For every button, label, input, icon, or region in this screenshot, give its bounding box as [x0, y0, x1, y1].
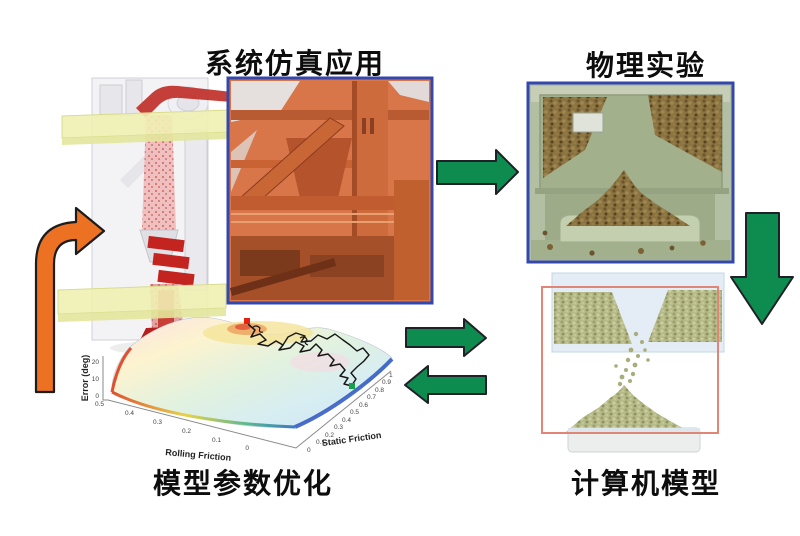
experiment-table: [531, 240, 730, 260]
tick-label: 0.3: [153, 419, 162, 426]
computer-model-title: 计算机模型: [570, 468, 721, 499]
input-curved-arrow-icon: [34, 206, 106, 394]
plant-sky-patch: [388, 81, 429, 102]
plant-column-shadow: [352, 81, 357, 300]
surface-plot: Error (deg) 20 10 0 0.5 0.4 0.3 0.2 0.1 …: [80, 317, 394, 463]
model-red-outline-box: [541, 286, 719, 434]
surface-edge-front: [111, 390, 296, 429]
tick-label: 0.4: [125, 410, 134, 417]
model-red-step: [152, 252, 190, 270]
experiment-granules-right: [648, 95, 722, 172]
model-pile: [566, 385, 690, 432]
surface-edge-right: [294, 357, 394, 429]
model-particle-speckle: [142, 115, 176, 230]
plant-conveyor: [229, 258, 337, 296]
optimization-trajectory-branch: [282, 332, 370, 386]
tick-label: 0.4: [342, 417, 351, 424]
tick-label: 0: [95, 393, 99, 400]
tick-label: 0.8: [375, 387, 384, 394]
model-tray-rim: [568, 428, 700, 433]
trajectory-end-marker: [349, 383, 355, 389]
tick-label: 0.2: [325, 432, 334, 439]
model-structure-box: [99, 84, 123, 116]
experiment-scattered-granule: [700, 240, 706, 246]
experiment-scattered-granule: [547, 244, 553, 250]
x-axis-label: Rolling Friction: [165, 447, 232, 463]
experiment-scattered-granule: [669, 245, 675, 251]
experiment-scattered-granule: [542, 230, 548, 236]
model-platform-upper-edge: [62, 132, 230, 145]
experiment-scattered-granule: [589, 250, 595, 256]
model-red-step: [147, 235, 185, 253]
experiment-scattered-granule: [638, 248, 644, 254]
model-red-duct: [136, 85, 232, 118]
trajectory-scribble: [251, 325, 309, 346]
z-axis-label: Error (deg): [80, 355, 90, 402]
tick-label: 10: [92, 376, 100, 383]
tick-label: 0.6: [359, 402, 368, 409]
flow-arrow-down-icon: [730, 212, 794, 325]
tick-label: 0.3: [334, 424, 343, 431]
tick-label: 1: [389, 372, 393, 379]
surface-patch-pink: [290, 352, 350, 372]
plant-photo: [226, 76, 434, 305]
computer-model-graphic: [541, 272, 725, 453]
plant-right-structure: [394, 180, 429, 300]
tick-label: 0.5: [350, 409, 359, 416]
tick-label: 0: [307, 447, 311, 454]
plant-walkway: [231, 196, 429, 210]
surface-hotspot-red: [235, 324, 251, 330]
experiment-title: 物理实验: [585, 50, 706, 81]
tick-label: 0.1: [212, 437, 221, 444]
plot-axes: [102, 356, 392, 449]
tick-label: 20: [92, 359, 100, 366]
simulation-title: 系统仿真应用: [204, 48, 385, 79]
trajectory-start-marker: [244, 318, 250, 324]
experiment-label-card: [572, 112, 604, 133]
tick-label: 0.9: [382, 379, 391, 386]
tick-label: 0.2: [182, 428, 191, 435]
plant-column-slot: [362, 118, 366, 134]
model-platform-lower-edge: [58, 308, 226, 322]
model-particles-left-wedge: [554, 292, 632, 344]
model-falling-particles: [614, 331, 650, 387]
tick-label: 0: [245, 445, 249, 452]
optimization-trajectory: [247, 323, 353, 387]
experiment-pile: [566, 170, 690, 226]
tick-label: 0.7: [367, 394, 376, 401]
exchange-arrow-right-icon: [405, 318, 487, 357]
plant-column-slot: [370, 118, 374, 134]
tick-label: 0.5: [95, 401, 104, 408]
surface-edge-left: [110, 346, 133, 393]
exchange-arrow-left-icon: [404, 365, 487, 404]
flow-arrow-right-icon: [436, 149, 519, 195]
model-red-step: [157, 269, 195, 287]
experiment-photo: [526, 81, 735, 264]
tick-label: 0.1: [316, 439, 325, 446]
model-particles-right-wedge: [648, 290, 722, 342]
optimization-title: 模型参数优化: [152, 468, 333, 499]
plant-beam: [231, 110, 429, 120]
